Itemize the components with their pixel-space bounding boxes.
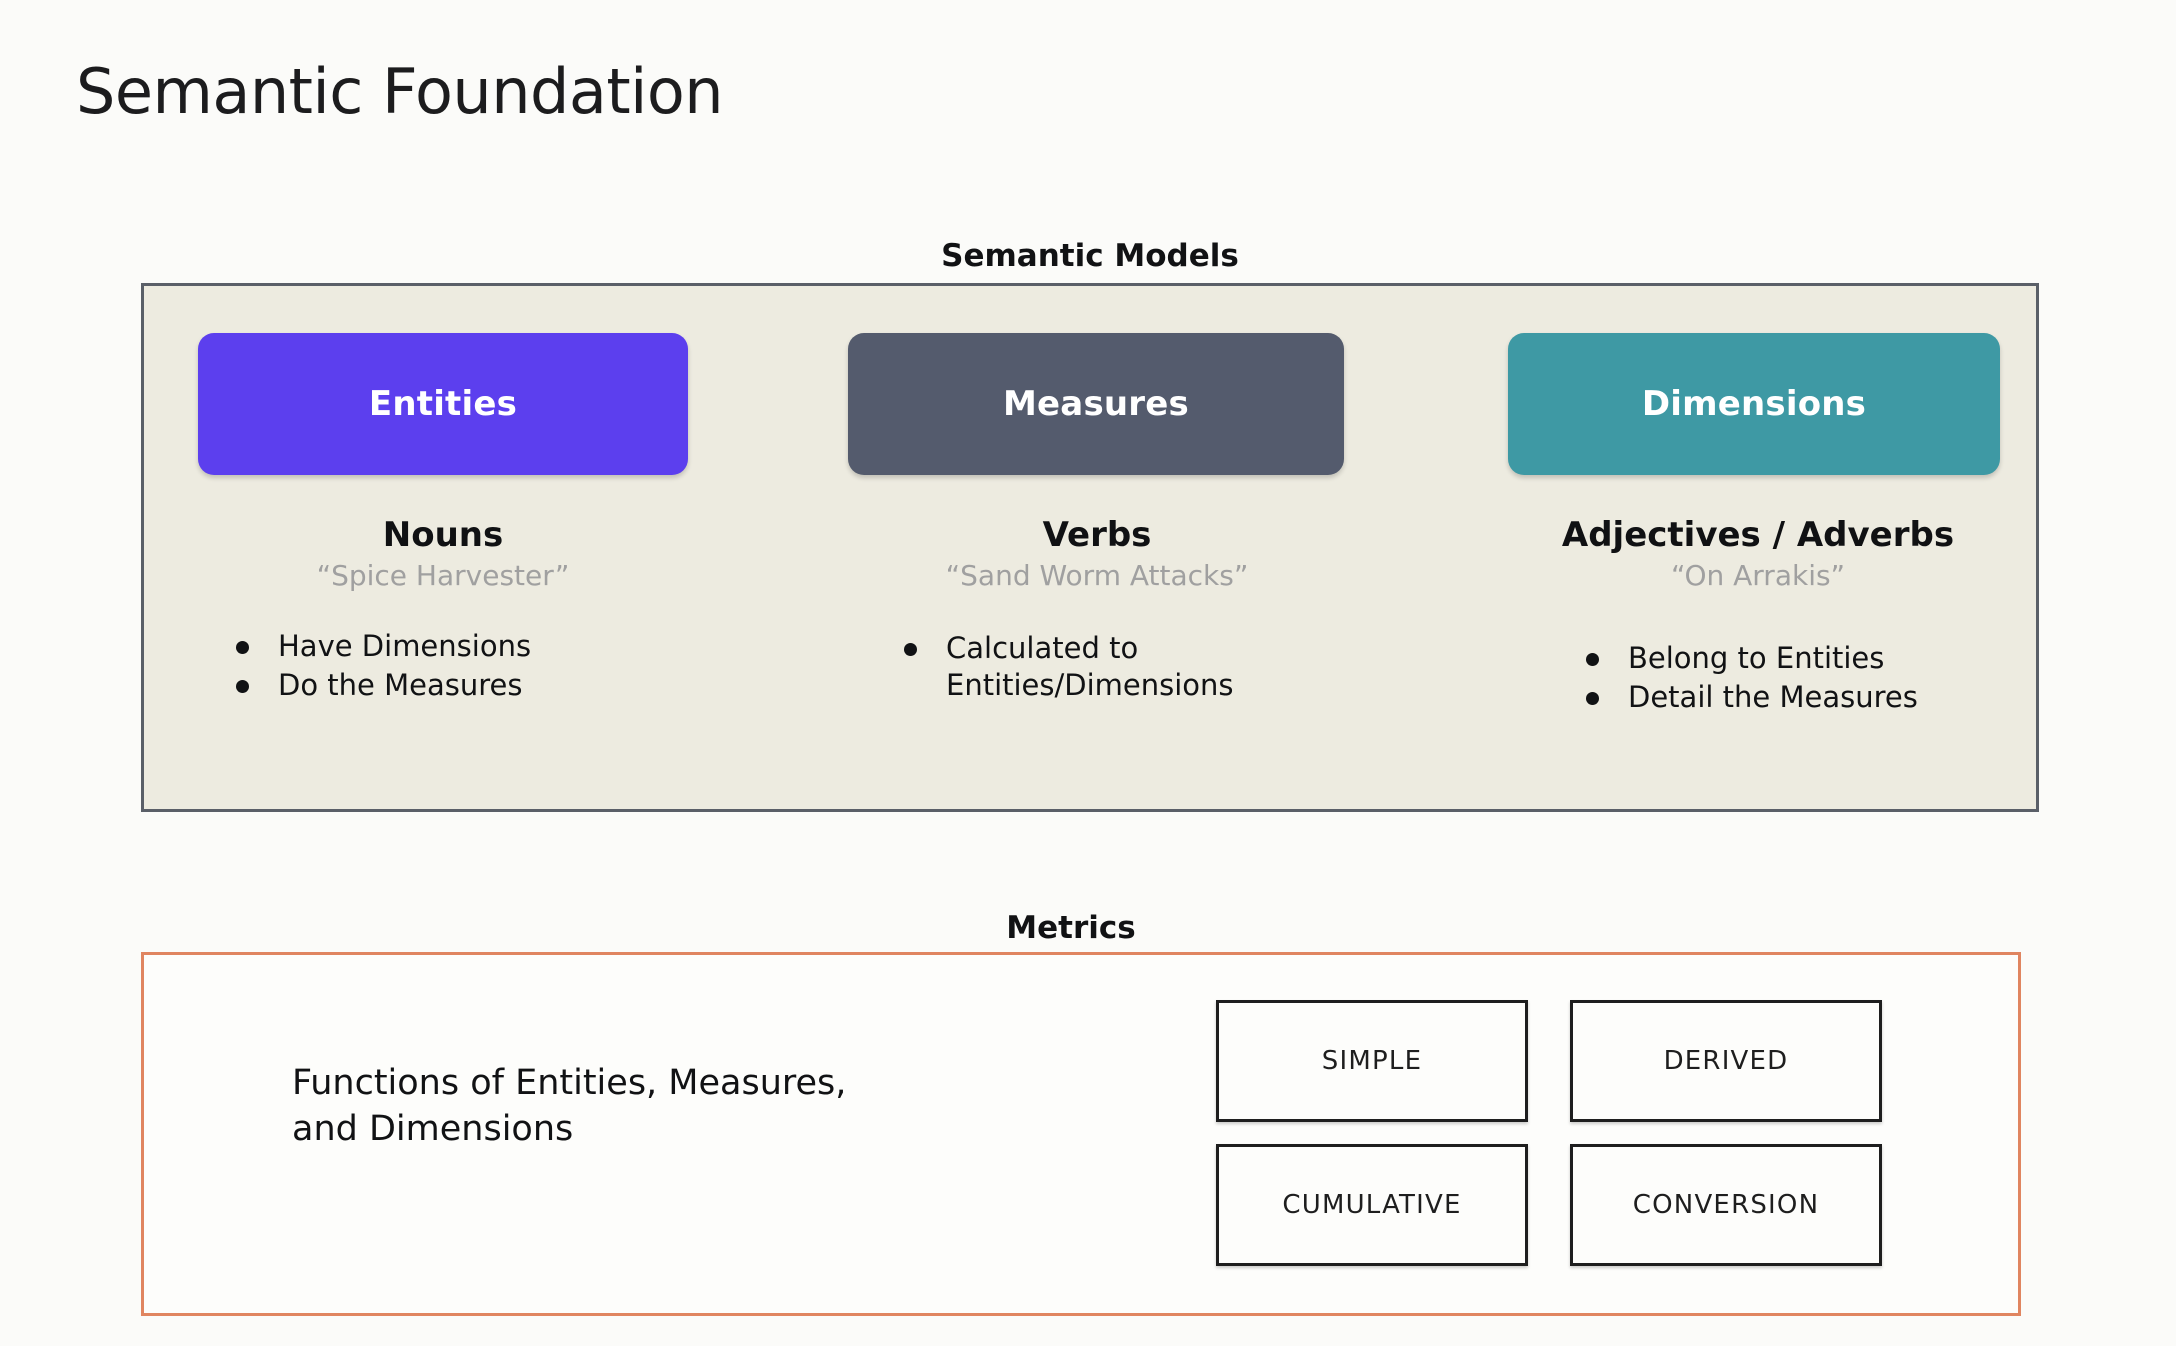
entities-example-phrase: “Spice Harvester” [316,559,570,592]
metric-type-simple-label: SIMPLE [1321,1046,1423,1076]
metrics-description-line-2: and Dimensions [292,1109,574,1150]
measures-chip-label: Measures [1003,384,1189,424]
metrics-description: Functions of Entities, Measures, and Dim… [292,1060,992,1152]
measures-example-phrase: “Sand Worm Attacks” [945,559,1249,592]
metric-type-conversion-label: CONVERSION [1632,1190,1820,1220]
metric-type-cumulative-label: CUMULATIVE [1282,1190,1462,1220]
list-item: Have Dimensions [200,628,718,665]
dimensions-chip[interactable]: Dimensions [1508,333,2000,475]
entities-bullet-list: Have Dimensions Do the Measures [200,628,718,704]
metric-type-simple[interactable]: SIMPLE [1216,1000,1528,1122]
model-column-dimensions: Dimensions Adjectives / Adverbs “On Arra… [1468,286,2028,718]
measures-part-of-speech: Verbs [1042,515,1152,555]
list-item: Do the Measures [200,667,718,704]
dimensions-chip-label: Dimensions [1641,384,1867,424]
dimensions-bullet-list: Belong to Entities Detail the Measures [1550,640,2028,716]
measures-bullet-list: Calculated to Entities/Dimensions [868,630,1368,704]
metrics-description-line-1: Functions of Entities, Measures, [292,1063,847,1103]
entities-chip-label: Entities [368,384,518,424]
metric-type-grid: SIMPLE DERIVED CUMULATIVE CONVERSION [1216,1000,1882,1266]
metric-type-derived[interactable]: DERIVED [1570,1000,1882,1122]
metric-type-cumulative[interactable]: CUMULATIVE [1216,1144,1528,1266]
entities-part-of-speech: Nouns [382,515,504,555]
model-column-entities: Entities Nouns “Spice Harvester” Have Di… [158,286,718,706]
page-title: Semantic Foundation [76,55,724,128]
list-item-line: Calculated to [946,631,1139,665]
metric-type-derived-label: DERIVED [1663,1046,1789,1076]
metrics-caption: Metrics [1006,910,1136,946]
list-item-line-continued: Entities/Dimensions [946,668,1234,703]
list-item: Belong to Entities [1550,640,2028,677]
semantic-models-panel: Entities Nouns “Spice Harvester” Have Di… [141,283,2039,812]
entities-chip[interactable]: Entities [198,333,688,475]
measures-chip[interactable]: Measures [848,333,1344,475]
dimensions-example-phrase: “On Arrakis” [1670,559,1846,592]
list-item: Detail the Measures [1550,679,2028,716]
model-column-measures: Measures Verbs “Sand Worm Attacks” Calcu… [808,286,1368,706]
semantic-models-caption: Semantic Models [941,238,1239,274]
metric-type-conversion[interactable]: CONVERSION [1570,1144,1882,1266]
dimensions-part-of-speech: Adjectives / Adverbs [1561,515,1955,555]
metrics-panel: Functions of Entities, Measures, and Dim… [141,952,2021,1316]
list-item: Calculated to Entities/Dimensions [868,630,1368,704]
